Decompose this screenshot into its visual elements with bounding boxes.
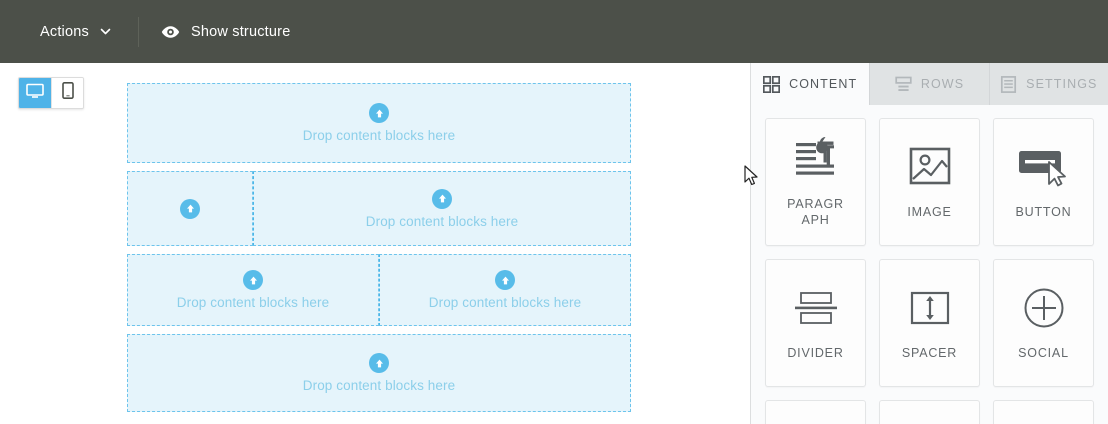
arrow-up-circle-icon: [180, 198, 200, 219]
block-tile-label: SOCIAL: [1018, 346, 1069, 361]
show-structure-label: Show structure: [190, 23, 291, 40]
top-toolbar: Actions Show structure: [0, 0, 1108, 63]
tab-settings-label: SETTINGS: [1026, 77, 1098, 91]
content-blocks-grid: PARAGRAPH IMAGE: [751, 105, 1108, 424]
document-lines-icon: [1000, 75, 1017, 93]
dropzone-label: Drop content blocks here: [302, 378, 456, 393]
block-tile-partial[interactable]: [879, 400, 980, 424]
actions-label: Actions: [40, 23, 89, 40]
toolbar-divider: [137, 16, 139, 47]
tab-rows[interactable]: ROWS: [870, 63, 990, 105]
block-tile-label: SPACER: [901, 346, 958, 361]
block-tile-image[interactable]: IMAGE: [879, 118, 980, 246]
actions-button[interactable]: Actions: [30, 16, 126, 48]
dropzone[interactable]: Drop content blocks here: [127, 254, 379, 326]
editor-canvas: Drop content blocks here Drop content bl…: [0, 63, 750, 424]
canvas-row: Drop content blocks here Drop content bl…: [127, 254, 631, 326]
device-preview-toggle: [18, 77, 84, 109]
arrow-up-circle-icon: [243, 270, 263, 290]
tab-rows-label: ROWS: [920, 77, 965, 91]
block-tile-social[interactable]: SOCIAL: [993, 259, 1094, 387]
desktop-view-button[interactable]: [19, 78, 51, 108]
dropzone-label: Drop content blocks here: [176, 295, 330, 310]
block-tile-label: BUTTON: [1015, 205, 1072, 220]
dropzone[interactable]: Drop content blocks here: [379, 254, 631, 326]
block-tile-label: DIVIDER: [787, 346, 844, 361]
tab-content[interactable]: CONTENT: [751, 63, 871, 105]
show-structure-button[interactable]: Show structure: [161, 24, 291, 40]
desktop-monitor-icon: [26, 83, 44, 104]
tab-content-label: CONTENT: [789, 77, 858, 91]
arrow-up-circle-icon: [369, 103, 389, 123]
canvas-row: Drop content blocks here: [127, 83, 631, 163]
chevron-down-icon: [99, 25, 112, 38]
canvas-row: Drop content blocks here Drop content bl…: [127, 171, 631, 246]
dropzone[interactable]: Drop content blocks here: [127, 83, 631, 163]
eye-icon: [161, 25, 180, 39]
rows-stack-icon: [895, 76, 912, 93]
content-rows-area: Drop content blocks here Drop content bl…: [127, 83, 631, 420]
paragraph-icon: [791, 135, 841, 183]
tab-settings[interactable]: SETTINGS: [989, 63, 1108, 105]
spacer-icon: [910, 284, 950, 332]
panel-tab-bar: CONTENT ROWS: [751, 63, 1108, 105]
block-tile-label: PARAGRAPH: [787, 197, 844, 227]
canvas-row: Drop content blocks here: [127, 334, 631, 412]
social-plus-circle-icon: [1023, 284, 1065, 332]
dropzone[interactable]: Drop content blocks here: [253, 171, 631, 246]
divider-icon: [793, 284, 839, 332]
block-tile-partial[interactable]: [765, 400, 866, 424]
block-tile-divider[interactable]: DIVIDER: [765, 259, 866, 387]
dropzone[interactable]: Drop content blocks here: [127, 334, 631, 412]
dropzone-label: Drop content blocks here: [302, 128, 456, 143]
block-tile-partial[interactable]: [993, 400, 1094, 424]
image-icon: [909, 143, 951, 191]
block-tile-button[interactable]: BUTTON: [993, 118, 1094, 246]
arrow-up-circle-icon: [495, 270, 515, 290]
grid-squares-icon: [763, 75, 781, 93]
mobile-phone-icon: [61, 82, 74, 104]
arrow-up-circle-icon: [432, 188, 452, 209]
dropzone-label: Drop content blocks here: [428, 295, 582, 310]
dropzone-label: Drop content blocks here: [365, 213, 519, 229]
block-tile-label: IMAGE: [907, 205, 952, 220]
arrow-up-circle-icon: [369, 353, 389, 373]
block-tile-spacer[interactable]: SPACER: [879, 259, 980, 387]
block-tile-paragraph[interactable]: PARAGRAPH: [765, 118, 866, 246]
right-sidebar-panel: CONTENT ROWS: [750, 63, 1108, 424]
button-icon: [1016, 143, 1072, 191]
dropzone[interactable]: Drop content blocks here: [127, 171, 253, 246]
mobile-view-button[interactable]: [51, 78, 83, 108]
